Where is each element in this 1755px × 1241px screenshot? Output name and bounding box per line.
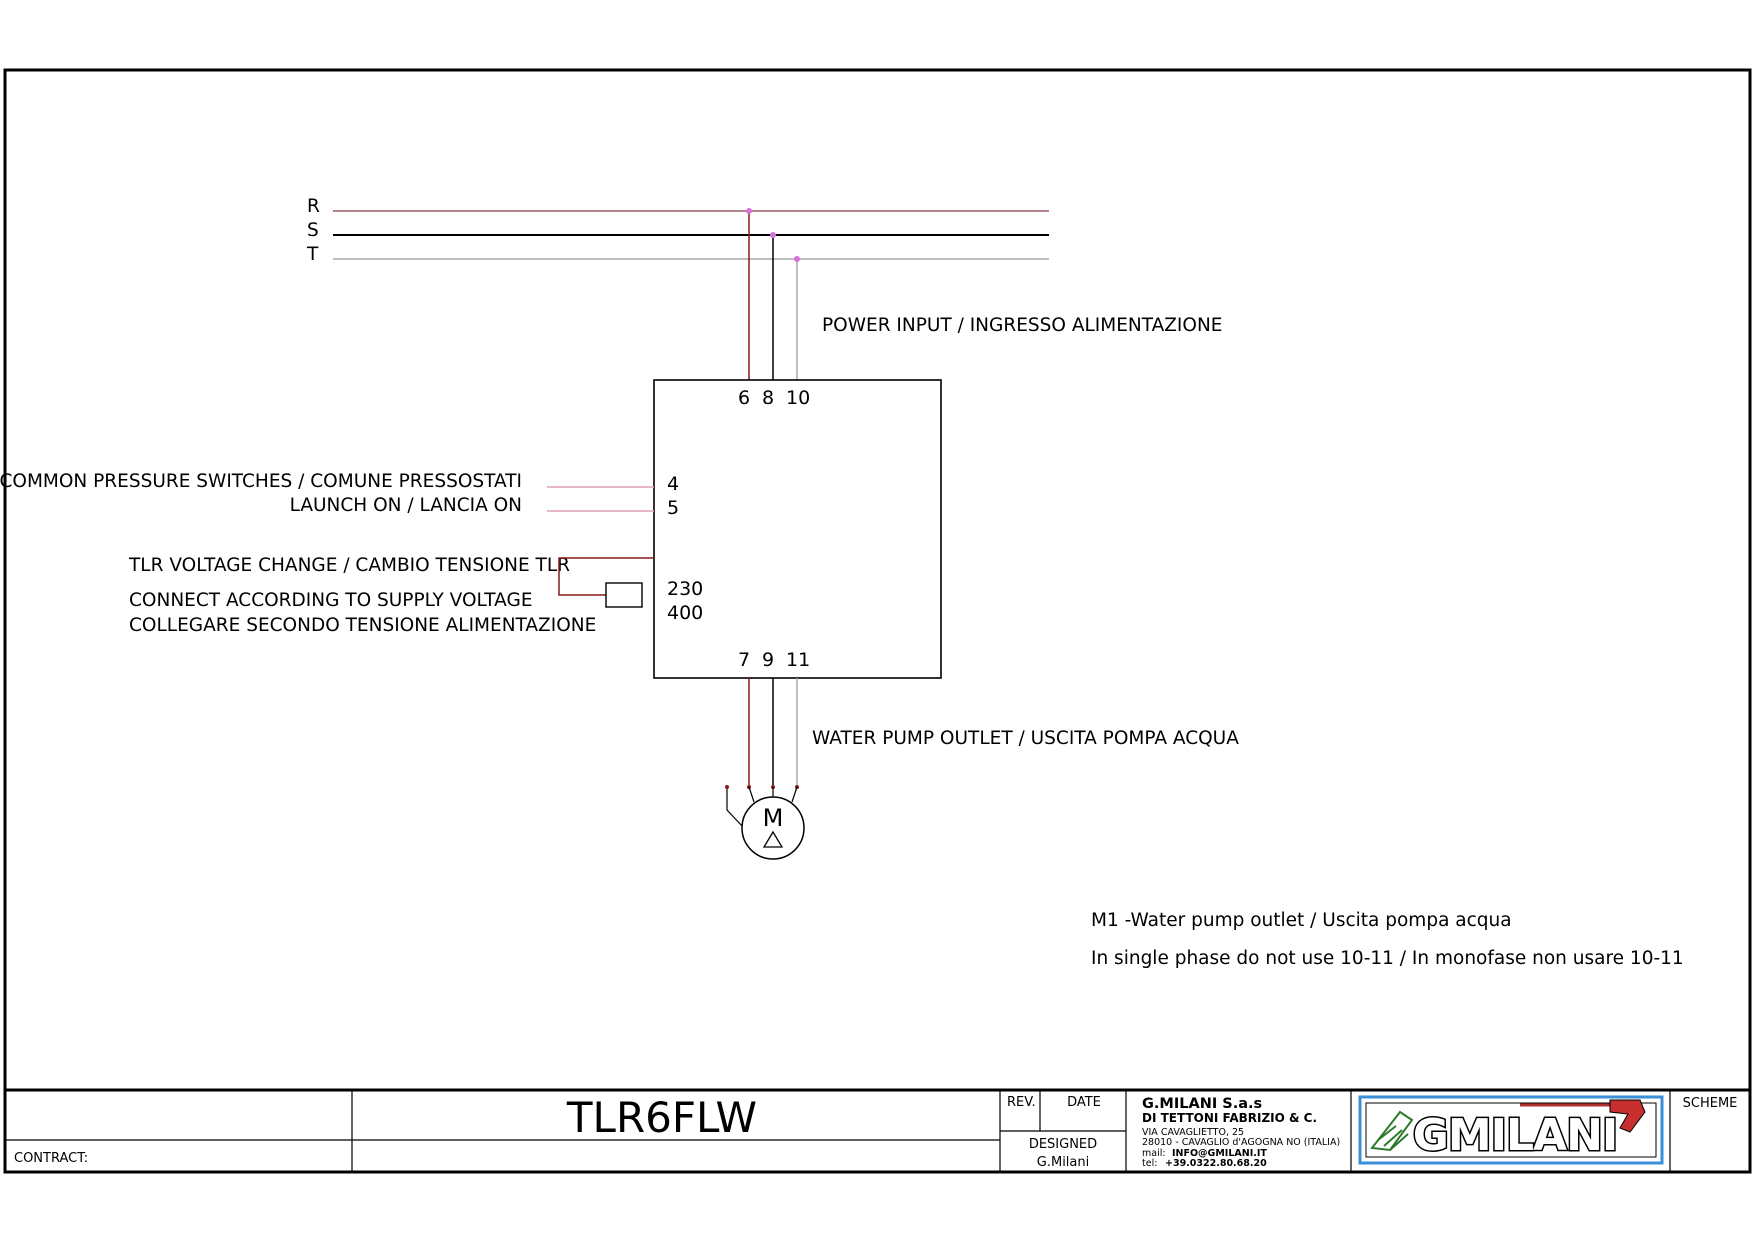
water-pump-outlet-label: WATER PUMP OUTLET / USCITA POMPA ACQUA <box>812 728 1239 749</box>
common-pressure-label: COMMON PRESSURE SWITCHES / COMUNE PRESSO… <box>0 471 522 492</box>
logo-text: GMILANI <box>1413 1110 1618 1161</box>
scheme-label: SCHEME <box>1683 1096 1738 1111</box>
rev-label: REV. <box>1007 1095 1036 1110</box>
drawing-title: TLR6FLW <box>566 1093 757 1142</box>
terminal-10: 10 <box>786 387 810 409</box>
terminal-11: 11 <box>786 649 810 671</box>
phase-label-t: T <box>306 244 319 265</box>
voltage-change-label: TLR VOLTAGE CHANGE / CAMBIO TENSIONE TLR <box>128 555 570 576</box>
pressure-washer-icon <box>1370 1110 1414 1152</box>
output-wires <box>725 678 799 828</box>
address-line-1: VIA CAVAGLIETTO, 25 <box>1142 1127 1244 1138</box>
mail-label: mail: <box>1142 1148 1166 1159</box>
phase-label-r: R <box>307 196 320 217</box>
voltage-jumper-wire <box>558 557 654 596</box>
launch-on-label: LAUNCH ON / LANCIA ON <box>290 495 522 516</box>
terminal-9: 9 <box>762 649 774 671</box>
motor-symbol: M <box>741 796 805 860</box>
note-single-phase: In single phase do not use 10-11 / In mo… <box>1091 948 1684 969</box>
terminal-5: 5 <box>667 497 679 519</box>
terminal-400: 400 <box>667 602 703 624</box>
company-name: G.MILANI S.a.s <box>1142 1096 1262 1112</box>
address-line-2: 28010 - CAVAGLIO d'AGOGNA NO (ITALIA) <box>1142 1137 1340 1148</box>
power-input-label: POWER INPUT / INGRESSO ALIMENTAZIONE <box>822 315 1222 336</box>
spray-gun-icon <box>1520 1099 1646 1133</box>
contract-label: CONTRACT: <box>14 1151 88 1166</box>
note-m1: M1 -Water pump outlet / Uscita pompa acq… <box>1091 910 1512 931</box>
junction-t <box>794 256 800 262</box>
terminal-6: 6 <box>738 387 750 409</box>
motor-letter: M <box>763 804 784 832</box>
company-sub: DI TETTONI FABRIZIO & C. <box>1142 1111 1317 1125</box>
tel-label: tel: <box>1142 1158 1157 1169</box>
junction-s <box>770 232 776 238</box>
terminal-4: 4 <box>667 473 679 495</box>
company-logo: GMILANI <box>1358 1095 1664 1165</box>
power-input-wires <box>746 208 800 380</box>
delta-icon <box>762 830 784 848</box>
terminal-230: 230 <box>667 578 703 600</box>
mail-value: INFO@GMILANI.IT <box>1172 1148 1267 1159</box>
control-unit-box <box>653 379 942 679</box>
tel-value: +39.0322.80.68.20 <box>1165 1158 1267 1169</box>
connect-it-label: COLLEGARE SECONDO TENSIONE ALIMENTAZIONE <box>129 615 596 636</box>
phase-lines: R S T <box>306 196 1049 265</box>
terminal-7: 7 <box>738 649 750 671</box>
voltage-jumper <box>605 582 643 608</box>
title-block: CONTRACT: TLR6FLW REV. DATE DESIGNED G.M… <box>5 1088 1750 1172</box>
date-label: DATE <box>1067 1095 1101 1110</box>
phase-label-s: S <box>307 220 319 241</box>
drawing-border <box>3 68 1752 1174</box>
terminal-8: 8 <box>762 387 774 409</box>
connect-en-label: CONNECT ACCORDING TO SUPPLY VOLTAGE <box>129 590 533 611</box>
designed-label: DESIGNED <box>1029 1137 1097 1152</box>
designed-by: G.Milani <box>1037 1155 1089 1170</box>
junction-r <box>746 208 752 214</box>
